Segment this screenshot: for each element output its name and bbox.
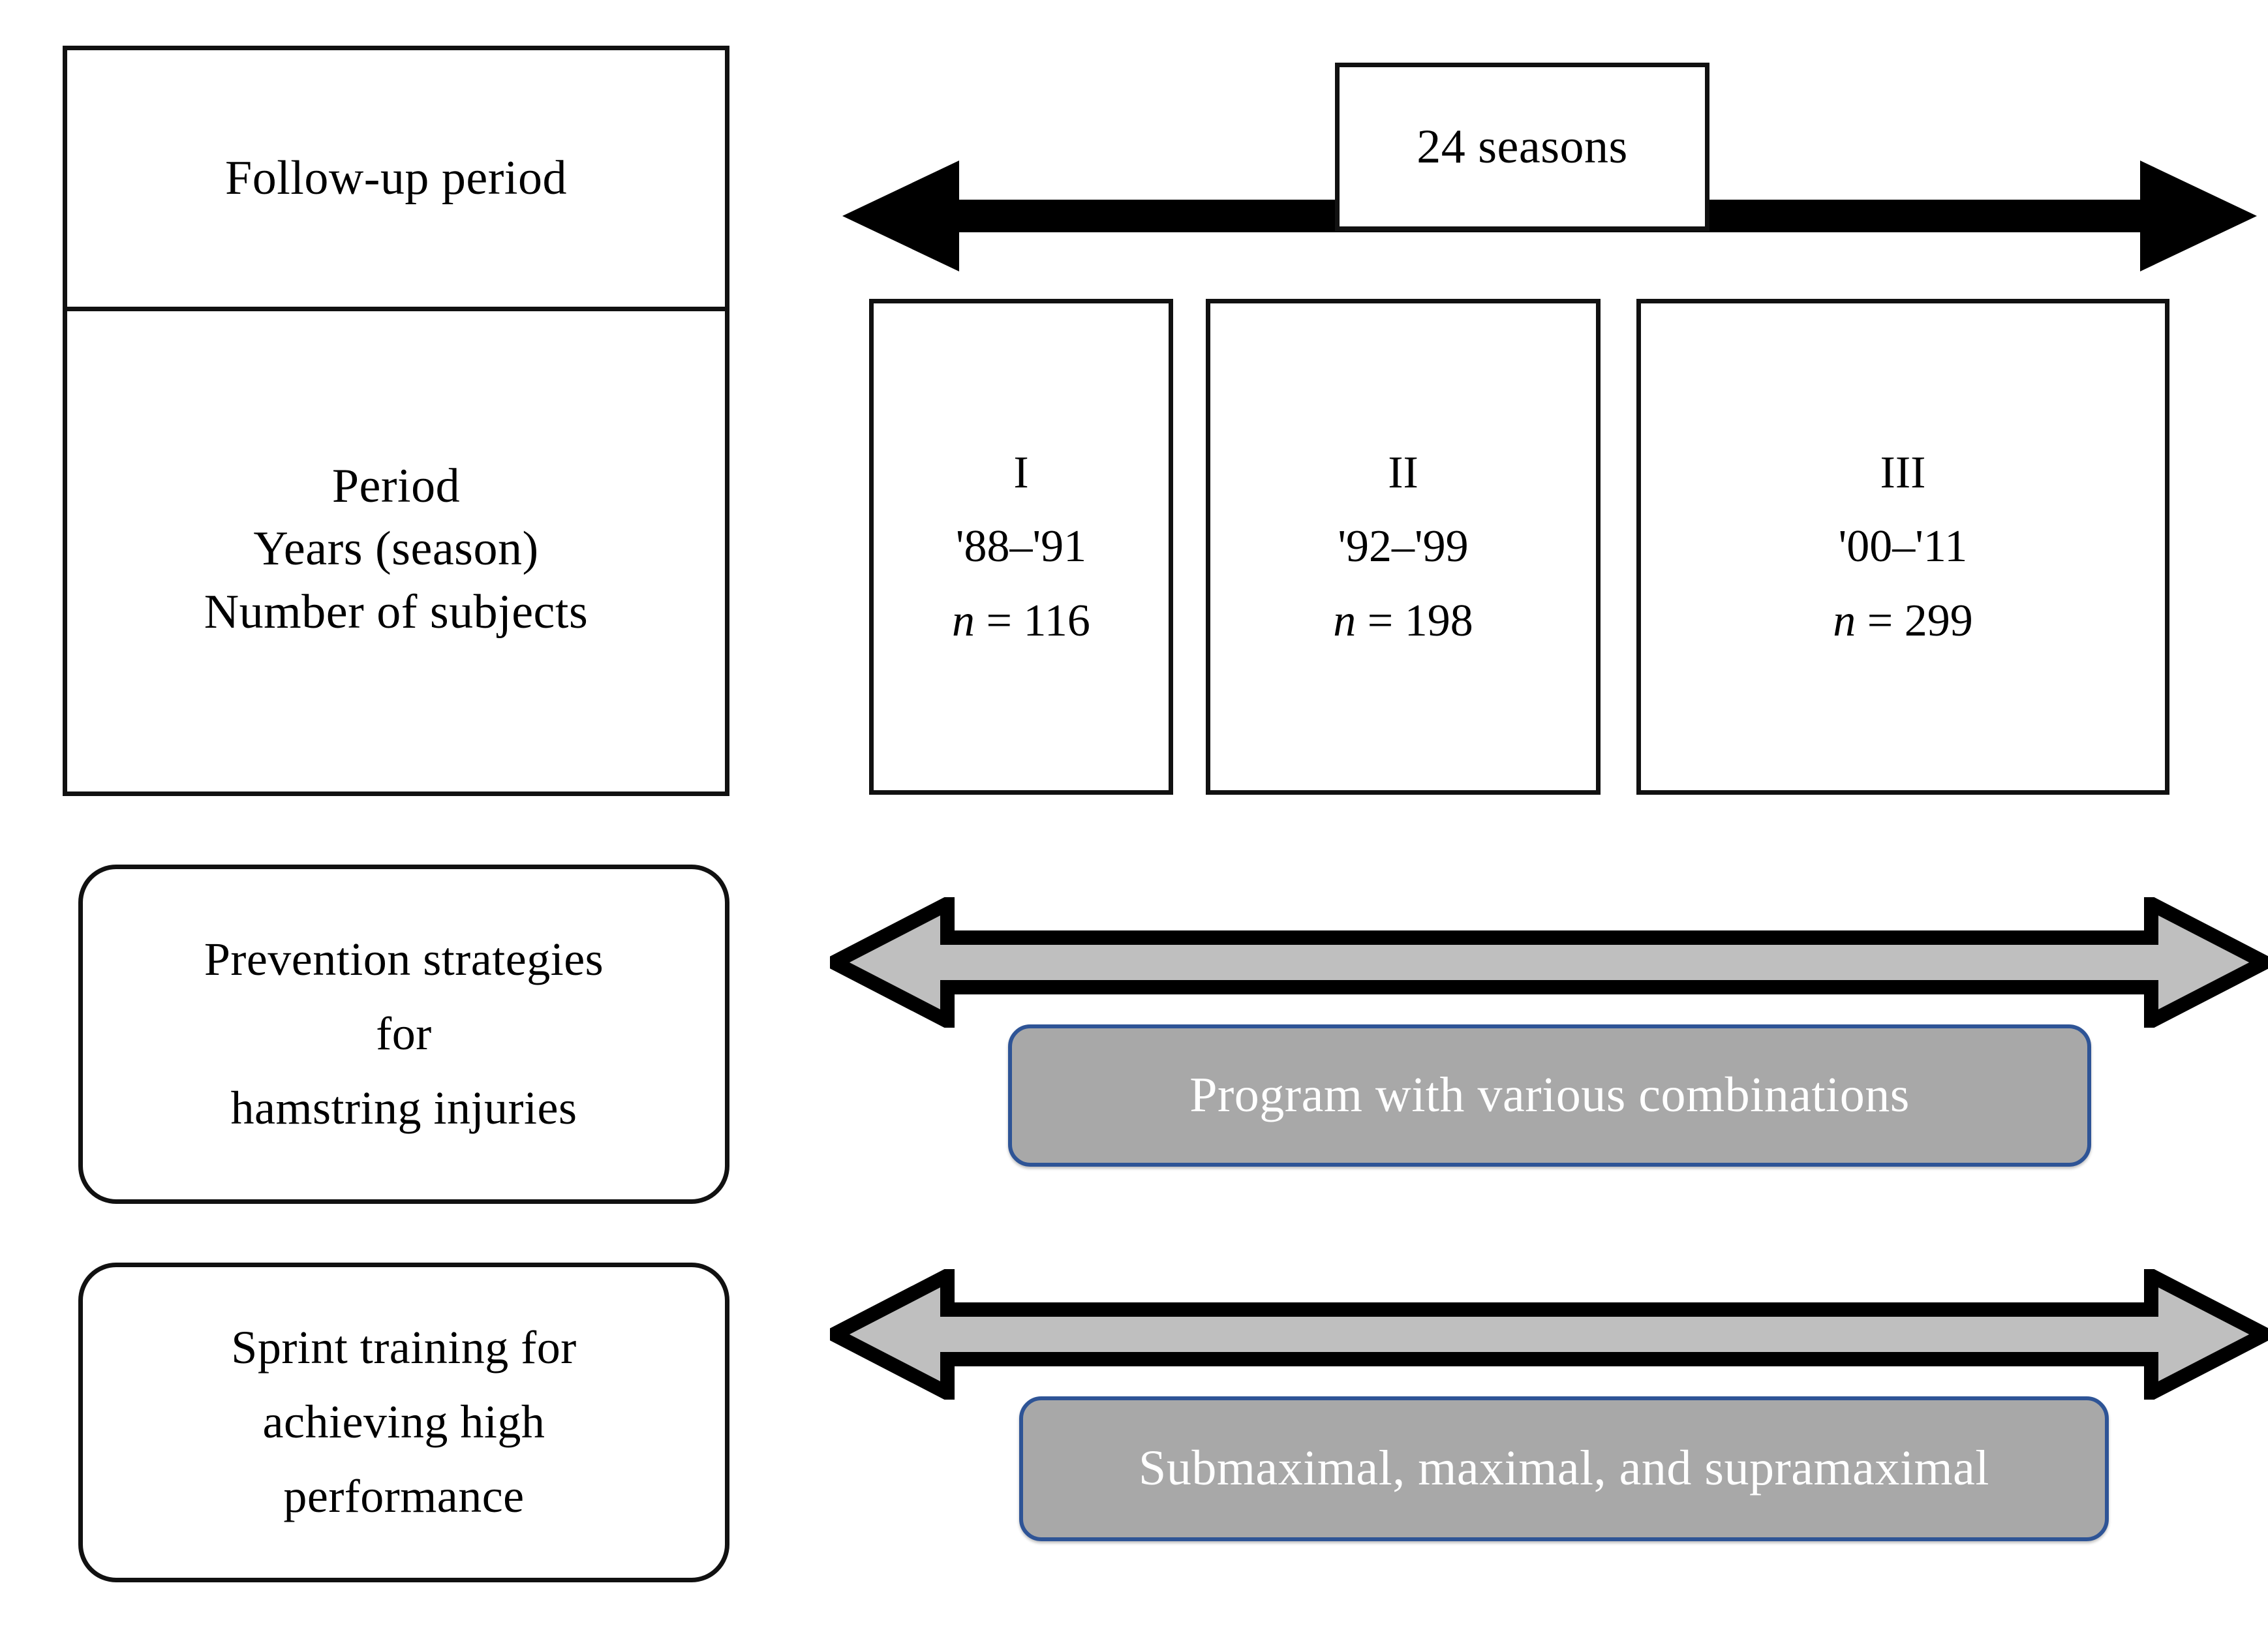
sprint-training-box: Sprint training for achieving high perfo… [78,1263,729,1582]
table-row-follow-up: Follow-up period [67,50,725,311]
prevention-strategies-box: Prevention strategies for hamstring inju… [78,865,729,1204]
sprint-intensity-bar: Submaximal, maximal, and supramaximal [1019,1396,2109,1541]
prevention-strategies-text: Prevention strategies for hamstring inju… [204,923,604,1145]
period-legend-line-2: Years (season) [253,522,539,576]
period-iii-roman: III [1880,447,1926,498]
period-legend-block: Period Years (season) Number of subjects [204,455,589,643]
period-legend-line-3: Number of subjects [204,585,589,639]
period-iii-years: '00–'11 [1838,521,1968,572]
period-ii-years: '92–'99 [1338,521,1469,572]
table-row-period: Period Years (season) Number of subjects [67,307,725,791]
prevention-program-bar: Program with various combinations [1008,1024,2091,1167]
follow-up-period-label: Follow-up period [225,151,567,206]
seasons-duration-box: 24 seasons [1335,63,1709,231]
period-legend-line-1: Period [331,459,461,514]
prevention-program-label: Program with various combinations [1189,1067,1910,1123]
sprint-line-2: achieving high [262,1396,545,1449]
prevention-line-1: Prevention strategies [204,933,604,986]
period-iii-n-value: = 299 [1856,595,1973,646]
period-iii-n-symbol: n [1833,595,1856,646]
period-box-iii: III '00–'11 n = 299 [1636,299,2169,795]
sprint-training-text: Sprint training for achieving high perfo… [231,1311,576,1533]
period-ii-n-symbol: n [1333,595,1356,646]
period-ii-subjects: n = 198 [1333,584,1473,658]
prevention-line-2: for [376,1007,432,1060]
period-i-n-value: = 116 [975,595,1090,646]
period-box-ii: II '92–'99 n = 198 [1206,299,1601,795]
period-i-subjects: n = 116 [952,584,1090,658]
descriptor-table: Follow-up period Period Years (season) N… [63,46,729,796]
sprint-double-arrow [830,1269,2268,1400]
period-ii-roman: II [1388,447,1418,498]
prevention-double-arrow [830,897,2268,1028]
period-iii-subjects: n = 299 [1833,584,1972,658]
period-i-n-symbol: n [952,595,975,646]
period-i-years: '88–'91 [955,521,1087,572]
sprint-line-1: Sprint training for [231,1321,577,1374]
period-i-roman: I [1013,447,1029,498]
sprint-intensity-label: Submaximal, maximal, and supramaximal [1139,1441,1989,1496]
seasons-duration-label: 24 seasons [1417,119,1628,174]
period-ii-n-value: = 198 [1356,595,1473,646]
period-box-i: I '88–'91 n = 116 [869,299,1173,795]
sprint-line-3: performance [283,1469,525,1522]
prevention-line-3: hamstring injuries [230,1081,577,1134]
